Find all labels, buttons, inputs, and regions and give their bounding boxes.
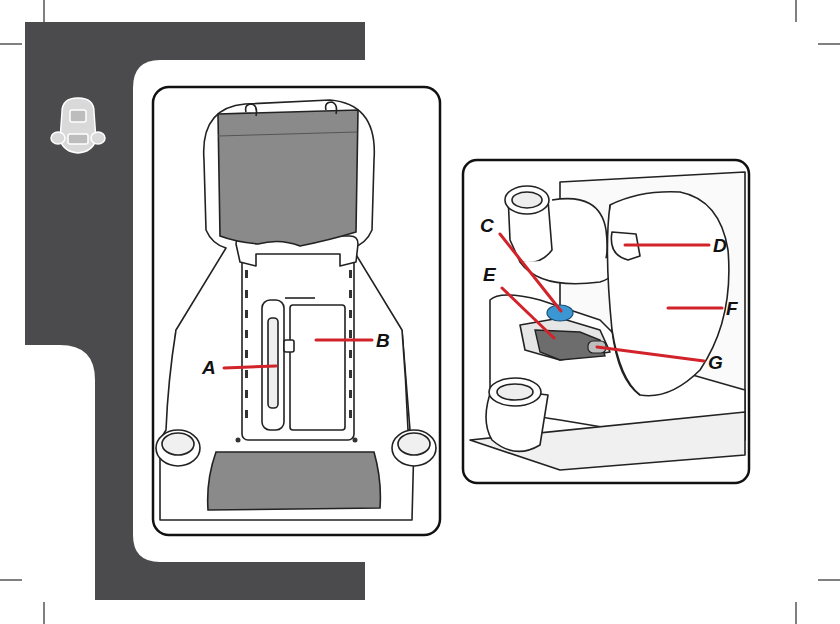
right-panel-frame: [463, 160, 749, 483]
callout-letter: E: [483, 265, 496, 284]
harness-slots: [236, 270, 358, 443]
callout-letter: B: [376, 331, 390, 350]
seat-front-view: [156, 100, 436, 520]
seat-side-detail: [470, 172, 745, 470]
callout-letter: A: [202, 358, 216, 377]
callout-letter: D: [713, 236, 727, 255]
callout-letter: F: [726, 299, 738, 318]
buckle-tongue: [535, 330, 605, 360]
left-panel-frame: [153, 87, 440, 535]
seat-icon: [51, 98, 105, 153]
seat-cushion-cover: [208, 452, 381, 510]
leader-lines: [224, 234, 722, 368]
callout-letter: C: [480, 216, 494, 235]
headrest-cover: [218, 110, 358, 246]
callout-letter: G: [708, 353, 723, 372]
